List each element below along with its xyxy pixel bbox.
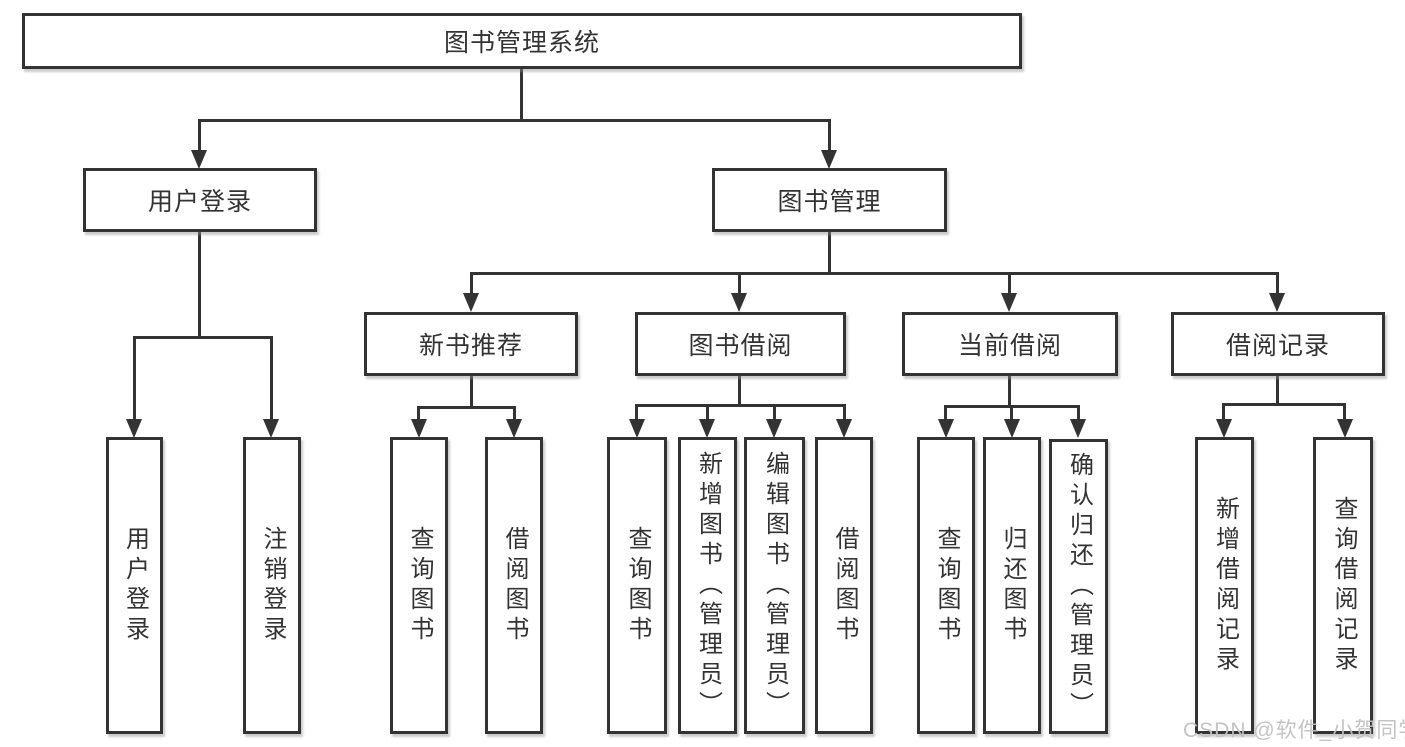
connector-new-book-horizontal	[417, 406, 516, 409]
connector-stem-borrow-add	[706, 404, 709, 419]
leaf-current-confirm-return-admin: 确认归还（管理员）	[1049, 439, 1108, 734]
connector-stem-book-borrowing	[738, 272, 741, 294]
arrowhead-borrowing-records	[1269, 293, 1285, 312]
connector-stem-current-borrowing	[1008, 272, 1011, 294]
leaf-borrow-edit-books-admin: 编辑图书（管理员）	[744, 437, 805, 734]
connector-current-down	[1008, 374, 1011, 408]
node-book-borrowing: 图书借阅	[635, 312, 846, 376]
node-book-management: 图书管理	[712, 168, 947, 232]
arrowhead-records-add	[1216, 419, 1232, 438]
leaf-current-return-books: 归还图书	[983, 437, 1041, 734]
connector-level3-horizontal	[470, 272, 1279, 275]
arrowhead-newbook-query	[411, 419, 427, 438]
arrowhead-leaf-logout	[263, 419, 279, 438]
arrowhead-borrow-query	[629, 419, 645, 438]
leaf-newbook-query-books: 查询图书	[390, 437, 448, 734]
arrowhead-newbook-borrow	[506, 419, 522, 438]
node-current-borrowing: 当前借阅	[902, 312, 1118, 376]
connector-records-horizontal	[1222, 403, 1346, 406]
node-new-book-recommend: 新书推荐	[364, 312, 578, 376]
arrowhead-current-borrowing	[1001, 293, 1017, 312]
arrowhead-current-return	[1004, 419, 1020, 438]
arrowhead-leaf-user-login	[126, 419, 142, 438]
arrowhead-new-book-recommend	[463, 293, 479, 312]
connector-root-stem	[520, 66, 523, 122]
node-borrowing-records: 借阅记录	[1171, 312, 1385, 376]
csdn-watermark: CSDN @软件_小贺同学	[1183, 719, 1405, 742]
arrowhead-borrow-borrow	[836, 419, 852, 438]
arrowhead-current-query	[938, 419, 954, 438]
connector-stem-newbook-query	[417, 406, 420, 419]
connector-stem-current-query	[944, 405, 947, 419]
arrowhead-user-login	[191, 150, 207, 169]
node-root: 图书管理系统	[22, 13, 1022, 69]
arrowhead-borrow-add	[699, 419, 715, 438]
leaf-logout: 注销登录	[243, 437, 301, 734]
connector-stem-user-login	[198, 119, 201, 152]
leaf-borrow-borrow-books: 借阅图书	[815, 437, 873, 734]
leaf-records-query-record: 查询借阅记录	[1313, 437, 1373, 734]
connector-stem-new-book-recommend	[470, 272, 473, 294]
connector-records-down	[1276, 374, 1279, 406]
connector-stem-records-query	[1343, 403, 1346, 419]
connector-new-book-down	[470, 374, 473, 409]
arrowhead-records-query	[1337, 419, 1353, 438]
connector-stem-book-management	[828, 119, 831, 152]
arrowhead-current-confirm	[1070, 419, 1086, 438]
connector-user-login-horizontal	[133, 336, 273, 339]
connector-stem-borrow-query	[635, 404, 638, 419]
leaf-newbook-borrow-books: 借阅图书	[485, 437, 543, 734]
connector-user-login-down	[198, 230, 201, 339]
leaf-current-query-books: 查询图书	[917, 437, 975, 734]
connector-book-management-down	[828, 230, 831, 275]
arrowhead-book-management	[821, 150, 837, 169]
connector-stem-current-confirm	[1077, 405, 1080, 419]
connector-level2-horizontal	[198, 119, 831, 122]
connector-book-borrowing-horizontal	[635, 404, 846, 407]
leaf-records-add-record: 新增借阅记录	[1195, 437, 1254, 734]
connector-stem-borrowing-records	[1276, 272, 1279, 294]
leaf-borrow-query-books: 查询图书	[607, 437, 667, 734]
leaf-user-login: 用户登录	[106, 437, 163, 734]
connector-book-borrowing-down	[738, 374, 741, 407]
connector-stem-borrow-edit	[773, 404, 776, 419]
connector-stem-newbook-borrow	[513, 406, 516, 419]
connector-stem-leaf-logout	[270, 336, 273, 419]
arrowhead-book-borrowing	[731, 293, 747, 312]
connector-stem-leaf-user-login	[133, 336, 136, 419]
connector-stem-records-add	[1222, 403, 1225, 419]
connector-stem-borrow-borrow	[843, 404, 846, 419]
arrowhead-borrow-edit	[766, 419, 782, 438]
connector-stem-current-return	[1010, 405, 1013, 419]
node-user-login: 用户登录	[83, 168, 317, 232]
leaf-borrow-add-books-admin: 新增图书（管理员）	[678, 437, 737, 734]
